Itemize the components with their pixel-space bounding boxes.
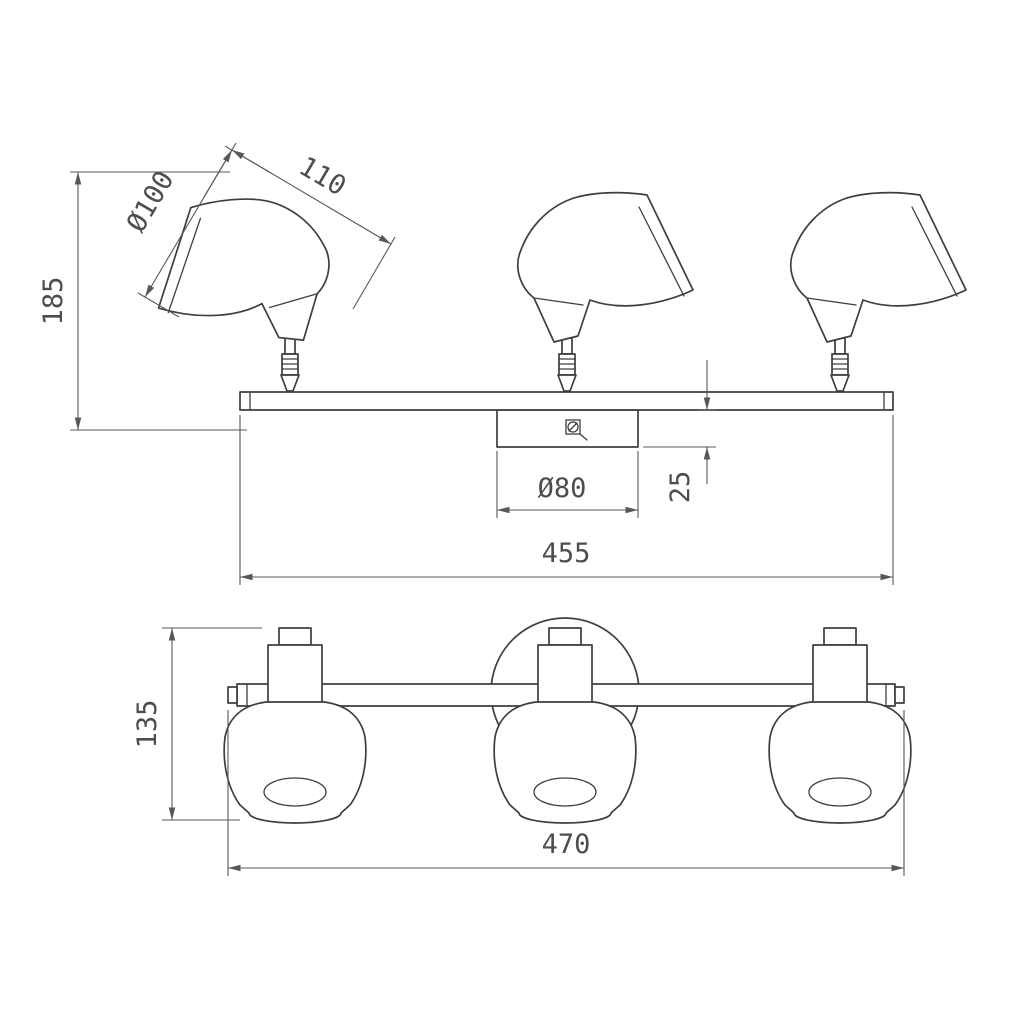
dim-overall-height-side: 185	[38, 171, 247, 431]
lamp-front-right	[768, 627, 912, 824]
dim-canopy-diameter: Ø80	[496, 451, 639, 518]
dim-dia80-label: Ø80	[538, 473, 587, 504]
bar-left-end-knob	[227, 686, 238, 704]
bar-front-cap-lines	[246, 683, 887, 707]
dim-25-extension-lines	[643, 409, 716, 448]
dim-dia100-extension-lines	[137, 145, 272, 318]
bar-end-caps	[249, 391, 885, 411]
bar-body	[239, 391, 894, 411]
dim-185-label: 185	[38, 277, 69, 326]
dim-470-extension-lines	[227, 710, 905, 876]
screw-plate	[565, 419, 581, 435]
canopy-rect	[496, 409, 639, 448]
mounting-bar-side	[239, 391, 894, 411]
dim-135-extension-lines	[162, 627, 262, 821]
dim-dia100-label: Ø100	[121, 166, 181, 238]
screw-slot	[568, 422, 588, 441]
swivel-joint-middle	[557, 337, 577, 392]
dim-bar-length: 455	[239, 415, 894, 585]
screw-icon	[567, 421, 579, 433]
dim-overall-height-front: 135	[132, 627, 262, 821]
dim-overall-width: 470	[227, 710, 905, 876]
canopy-box	[496, 409, 639, 448]
front-view: 135 470	[132, 617, 912, 876]
lamp-head-middle	[516, 191, 694, 343]
dim-dia100-line	[144, 149, 233, 298]
dim-25-label: 25	[665, 471, 696, 504]
swivel-joint-left	[280, 337, 300, 392]
dim-canopy-depth: 25	[643, 360, 716, 503]
lamp-front-left	[223, 627, 367, 824]
dim-135-label: 135	[132, 700, 163, 749]
dim-455-label: 455	[542, 538, 591, 569]
swivel-joint-right	[830, 337, 850, 392]
side-view: 185 110 Ø100 Ø80 25	[38, 142, 967, 585]
lamp-head-left	[144, 186, 341, 361]
dim-455-extension-lines	[239, 415, 894, 585]
lamp-head-right	[789, 191, 967, 343]
bar-right-end-knob	[894, 686, 905, 704]
dim-110-label: 110	[293, 151, 351, 202]
dim-470-label: 470	[542, 829, 591, 860]
